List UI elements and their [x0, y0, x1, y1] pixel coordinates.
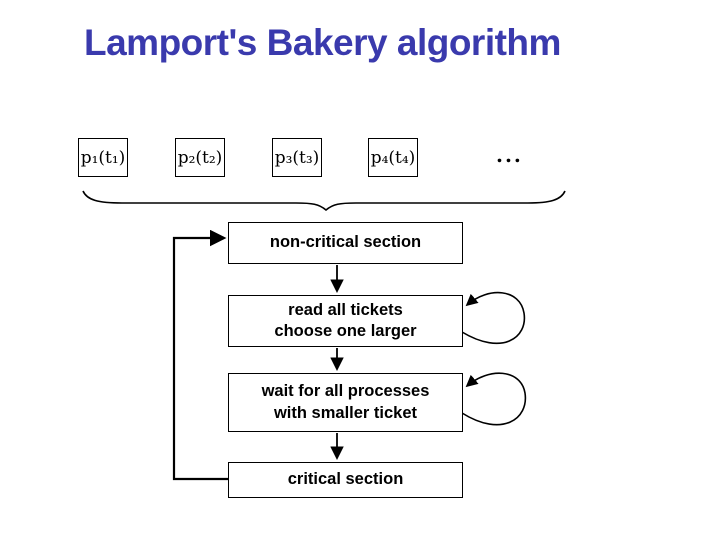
feedback-critical-to-non-critical: [172, 229, 228, 481]
process-box-p4: p₄(t₄): [368, 138, 418, 177]
flow-box-label: choose one larger: [274, 322, 417, 340]
slide-title: Lamport's Bakery algorithm: [84, 22, 561, 63]
process-label-p4: p₄(t₄): [370, 147, 416, 168]
grouping-brace: [82, 190, 566, 212]
flow-box-critical-section: critical section: [228, 462, 463, 498]
flow-box-label: with smaller ticket: [273, 403, 418, 422]
flow-box-label: non-critical section: [269, 233, 422, 252]
flow-box-label: read all tickets: [288, 300, 403, 319]
flow-box-read-tickets: read all tickets choose one larger: [228, 295, 463, 347]
process-box-p3: p₃(t₃): [272, 138, 322, 177]
self-loop-wait-processes: [461, 372, 527, 426]
self-loop-read-tickets: [461, 291, 526, 345]
process-label-p2: p₂(t₂): [177, 147, 223, 168]
flow-box-wait-processes: wait for all processes with smaller tick…: [228, 373, 463, 432]
process-label-p1: p₁(t₁): [80, 147, 126, 168]
process-box-p2: p₂(t₂): [175, 138, 225, 177]
process-label-p3: p₃(t₃): [274, 147, 320, 168]
process-box-p1: p₁(t₁): [78, 138, 128, 177]
flow-box-non-critical-section: non-critical section: [228, 222, 463, 264]
flow-box-label: critical section: [287, 470, 404, 489]
flow-box-label: wait for all processes: [261, 382, 430, 401]
more-processes-ellipsis: ...: [496, 143, 523, 167]
